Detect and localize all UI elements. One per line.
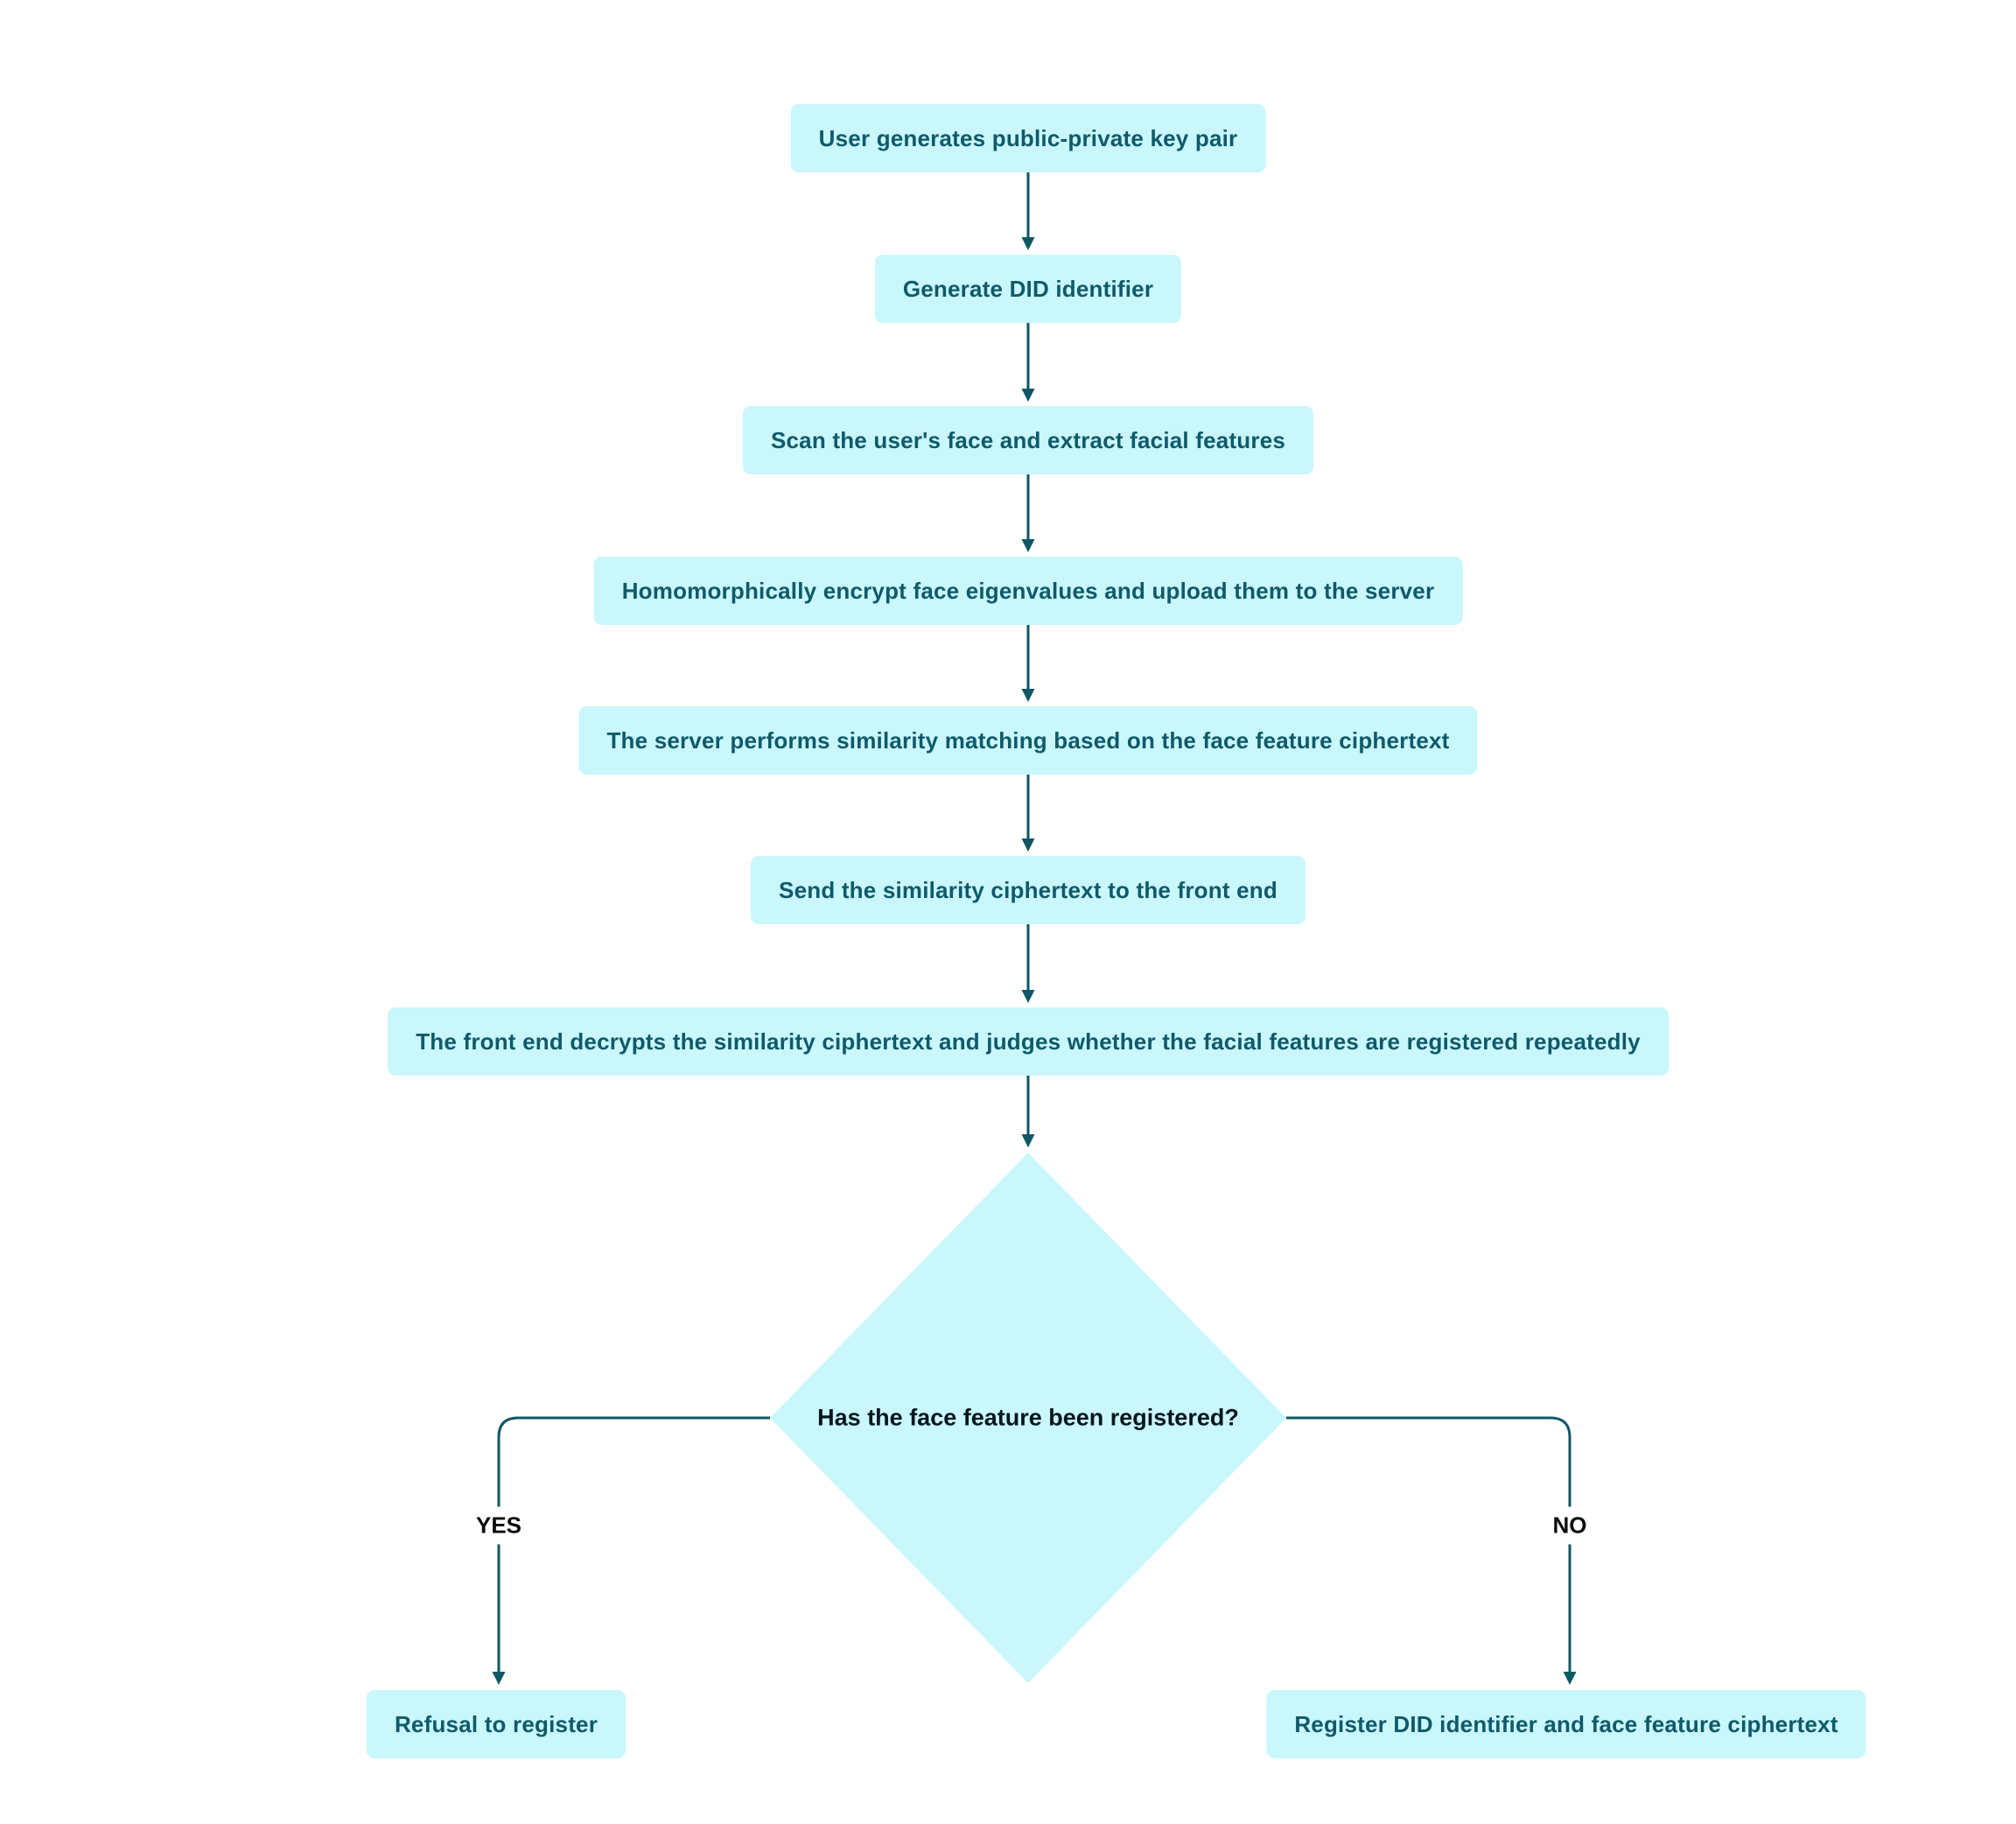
node-refusal-register: Refusal to register bbox=[366, 1690, 626, 1758]
decision-face-registered: Has the face feature been registered? bbox=[817, 1404, 1239, 1431]
decision-diamond bbox=[770, 1153, 1286, 1683]
node-generate-did: Generate DID identifier bbox=[874, 255, 1182, 323]
branch-label-no: NO bbox=[1545, 1506, 1594, 1545]
node-send-similarity: Send the similarity ciphertext to the fr… bbox=[751, 856, 1306, 924]
connector-yes-branch bbox=[492, 1416, 770, 1685]
node-user-keypair: User generates public-private key pair bbox=[790, 104, 1266, 172]
node-register-did-ciphertext: Register DID identifier and face feature… bbox=[1266, 1690, 1866, 1758]
node-encrypt-upload: Homomorphically encrypt face eigenvalues… bbox=[593, 557, 1463, 625]
node-scan-face: Scan the user's face and extract facial … bbox=[742, 406, 1314, 474]
connector-no-branch bbox=[1286, 1416, 1577, 1685]
node-frontend-decrypt: The front end decrypts the similarity ci… bbox=[388, 1007, 1669, 1076]
node-server-matching: The server performs similarity matching … bbox=[578, 706, 1478, 775]
branch-label-yes: YES bbox=[468, 1506, 529, 1545]
